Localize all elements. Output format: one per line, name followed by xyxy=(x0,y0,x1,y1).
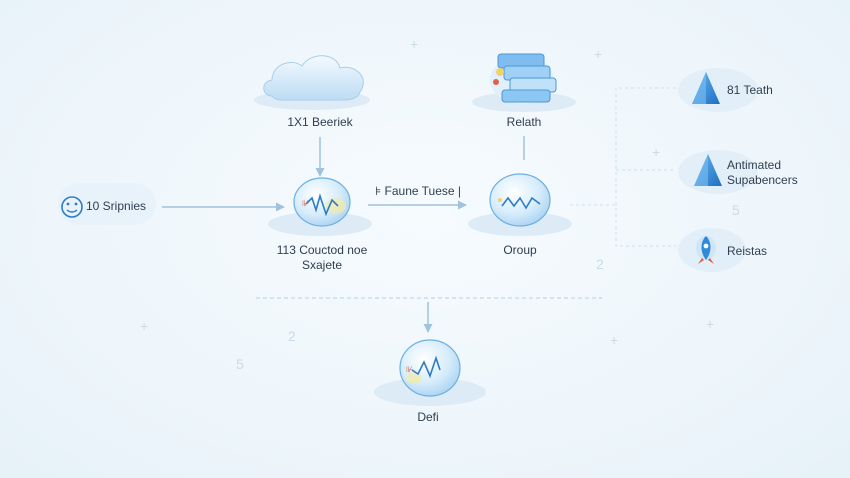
brain-wave-icon: ⊮ xyxy=(293,177,351,227)
brain-wave-icon xyxy=(489,173,551,227)
edge-label: ⊧ Faune Tuese | xyxy=(374,184,462,198)
decor-glyph: + xyxy=(410,36,419,52)
triangle-icon xyxy=(694,154,722,186)
node-label-center: 113 Couctod noe Sxajete xyxy=(262,243,382,273)
edge-bracket xyxy=(615,87,676,247)
decor-glyph: + xyxy=(140,318,149,334)
decor-glyph: 5 xyxy=(732,202,740,218)
output-label-2-line1: Antimated xyxy=(727,158,782,172)
output-label-2-line2: Supabencers xyxy=(727,173,798,187)
decor-glyph: + xyxy=(706,316,715,332)
node-label-cloud: 1X1 Beeriek xyxy=(287,115,353,129)
svg-text:⊮: ⊮ xyxy=(406,365,413,374)
cloud-icon xyxy=(263,55,364,101)
face-circle-icon xyxy=(61,196,83,218)
decor-glyph: 2 xyxy=(596,256,604,272)
node-label-center-line1: 113 Couctod noe xyxy=(276,243,368,257)
node-label-group: Oroup xyxy=(503,243,537,257)
triangle-icon xyxy=(692,72,720,104)
output-label-1: 81 Teath xyxy=(727,83,773,97)
stacked-cards-icon xyxy=(490,53,557,104)
rocket-icon xyxy=(696,236,716,264)
decor-glyph: 2 xyxy=(288,328,296,344)
output-label-2: Antimated Supabencers xyxy=(727,158,798,188)
decor-glyph: + xyxy=(652,144,661,160)
decor-glyph: + xyxy=(610,332,619,348)
node-label-bottom: Defi xyxy=(417,410,439,424)
brain-wave-icon: ⊮ xyxy=(399,339,461,397)
decor-glyph: 5 xyxy=(236,356,244,372)
node-label-center-line2: Sxajete xyxy=(301,258,343,272)
output-label-3: Reistas xyxy=(727,244,768,258)
input-pill xyxy=(58,183,156,225)
svg-text:⊮: ⊮ xyxy=(302,199,309,208)
decor-glyph: + xyxy=(594,46,603,62)
input-label: 10 Sripnies xyxy=(86,199,147,213)
node-label-stack: Relath xyxy=(506,115,542,129)
